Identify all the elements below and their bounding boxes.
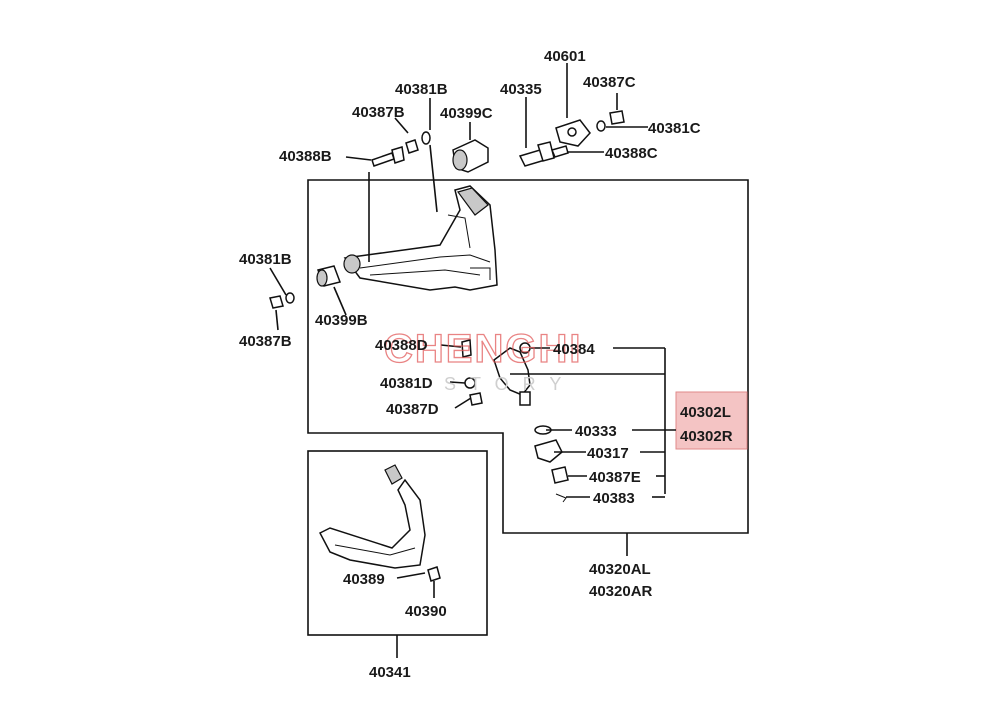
label-40381D: 40381D bbox=[380, 375, 433, 392]
label-40388C: 40388C bbox=[605, 145, 658, 162]
upper-arm-illustration bbox=[343, 185, 498, 291]
label-40317: 40317 bbox=[587, 445, 629, 462]
label-40302L: 40302L bbox=[680, 404, 731, 421]
leader-lines bbox=[269, 63, 676, 658]
bushing-40399B bbox=[316, 265, 341, 287]
label-40333: 40333 bbox=[575, 423, 617, 440]
watermark: CHENGHI STORY bbox=[383, 326, 582, 394]
label-40383: 40383 bbox=[593, 490, 635, 507]
label-40320AL: 40320AL bbox=[589, 561, 651, 578]
nut-left bbox=[269, 292, 295, 309]
bushing-40399C bbox=[452, 139, 489, 173]
lower-arm-illustration bbox=[318, 464, 441, 582]
label-40302R: 40302R bbox=[680, 428, 733, 445]
ball-joint-illustration bbox=[461, 339, 569, 503]
bolt-40388B bbox=[371, 146, 405, 167]
watermark-brand: CHENGHI bbox=[384, 327, 582, 371]
upper-arm-assembly-frame bbox=[307, 179, 749, 534]
part-labels: 40601 40381B 40335 40387C 40387B 40399C … bbox=[239, 48, 733, 681]
label-40341: 40341 bbox=[369, 664, 411, 681]
nut-top bbox=[405, 131, 431, 154]
label-40387E: 40387E bbox=[589, 469, 641, 486]
label-40399C: 40399C bbox=[440, 105, 493, 122]
label-40389: 40389 bbox=[343, 571, 385, 588]
label-40384: 40384 bbox=[553, 341, 595, 358]
label-40390: 40390 bbox=[405, 603, 447, 620]
watermark-sub: STORY bbox=[444, 374, 575, 394]
label-40387C: 40387C bbox=[583, 74, 636, 91]
bolt-40335 bbox=[518, 141, 555, 167]
label-40601: 40601 bbox=[544, 48, 586, 65]
label-40387B-left: 40387B bbox=[239, 333, 292, 350]
label-40320AR: 40320AR bbox=[589, 583, 653, 600]
label-40381B-left: 40381B bbox=[239, 251, 292, 268]
label-40388D: 40388D bbox=[375, 337, 428, 354]
label-40399B: 40399B bbox=[315, 312, 368, 329]
label-40381C: 40381C bbox=[648, 120, 701, 137]
label-40381B-top: 40381B bbox=[395, 81, 448, 98]
plate-40601 bbox=[555, 119, 591, 147]
nut-40387C bbox=[596, 110, 625, 132]
label-40388B: 40388B bbox=[279, 148, 332, 165]
label-40335: 40335 bbox=[500, 81, 542, 98]
bolt-40388C bbox=[550, 145, 569, 158]
ball-joint-highlight bbox=[675, 391, 748, 450]
label-40387B-top: 40387B bbox=[352, 104, 405, 121]
label-40387D: 40387D bbox=[386, 401, 439, 418]
